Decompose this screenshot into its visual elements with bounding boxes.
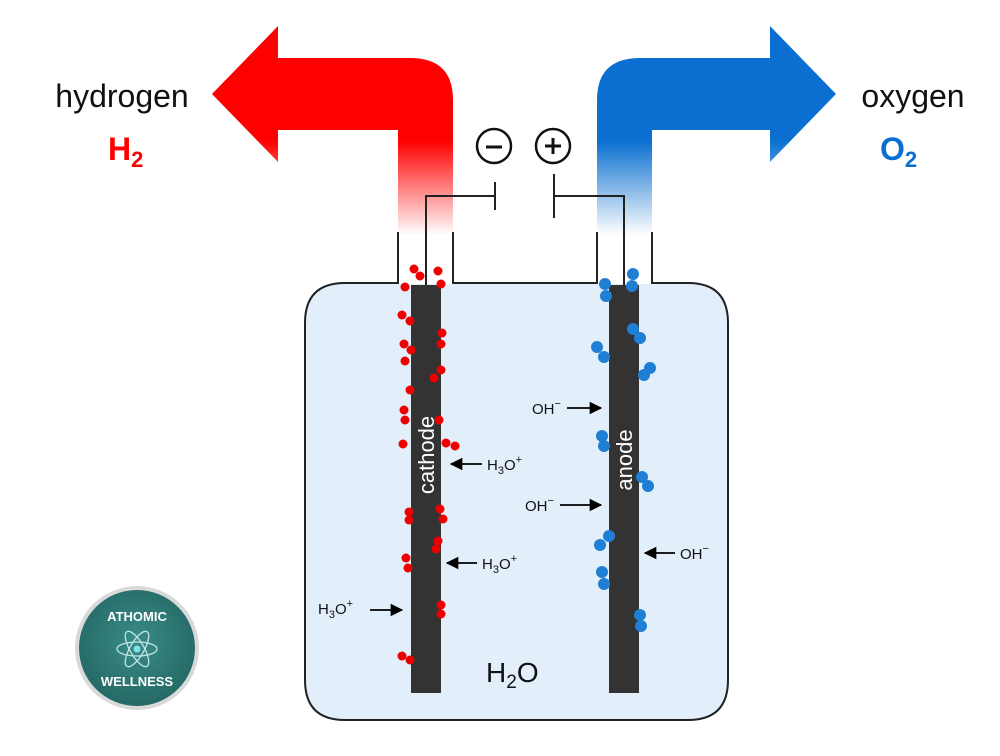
h2-formula: H2 [108,131,143,172]
svg-text:H3O+: H3O+ [487,454,522,477]
h3o-ion-2: H3O+ [445,553,517,576]
oh-ion-3: OH− [643,543,709,563]
hydrogen-label: hydrogen [55,78,188,114]
oh-ion-1: OH− [532,398,603,418]
atom-icon [116,630,158,668]
oxygen-label: oxygen [861,78,964,114]
positive-terminal-icon [534,127,572,165]
o2-formula: O2 [880,131,917,172]
cathode-electrode [411,285,441,693]
cathode-wire [425,195,495,285]
svg-text:OH−: OH− [532,398,561,418]
svg-text:OH−: OH− [680,543,709,563]
anode-wire [554,195,625,285]
svg-text:OH−: OH− [525,495,554,515]
cathode-label: cathode [414,416,439,494]
water-container [304,232,729,721]
svg-text:H3O+: H3O+ [318,598,353,621]
hydrogen-outlet-arrow [212,26,453,235]
svg-text:WELLNESS: WELLNESS [101,674,174,689]
oxygen-outlet-arrow [597,26,836,235]
hydrogen-bubbles [397,264,460,665]
svg-text:H3O+: H3O+ [482,553,517,576]
athomic-wellness-logo: ATHOMIC WELLNESS [75,586,199,710]
water-label: H2O [486,657,539,693]
negative-terminal-icon [475,127,513,165]
oh-ion-2: OH− [525,495,603,515]
h3o-ion-3: H3O+ [318,598,404,621]
container-top-middle [452,232,598,284]
svg-text:ATHOMIC: ATHOMIC [107,609,167,624]
oxygen-bubbles [591,268,656,632]
anode-electrode [609,285,639,693]
anode-label: anode [612,429,637,490]
h3o-ion-1: H3O+ [449,454,522,477]
